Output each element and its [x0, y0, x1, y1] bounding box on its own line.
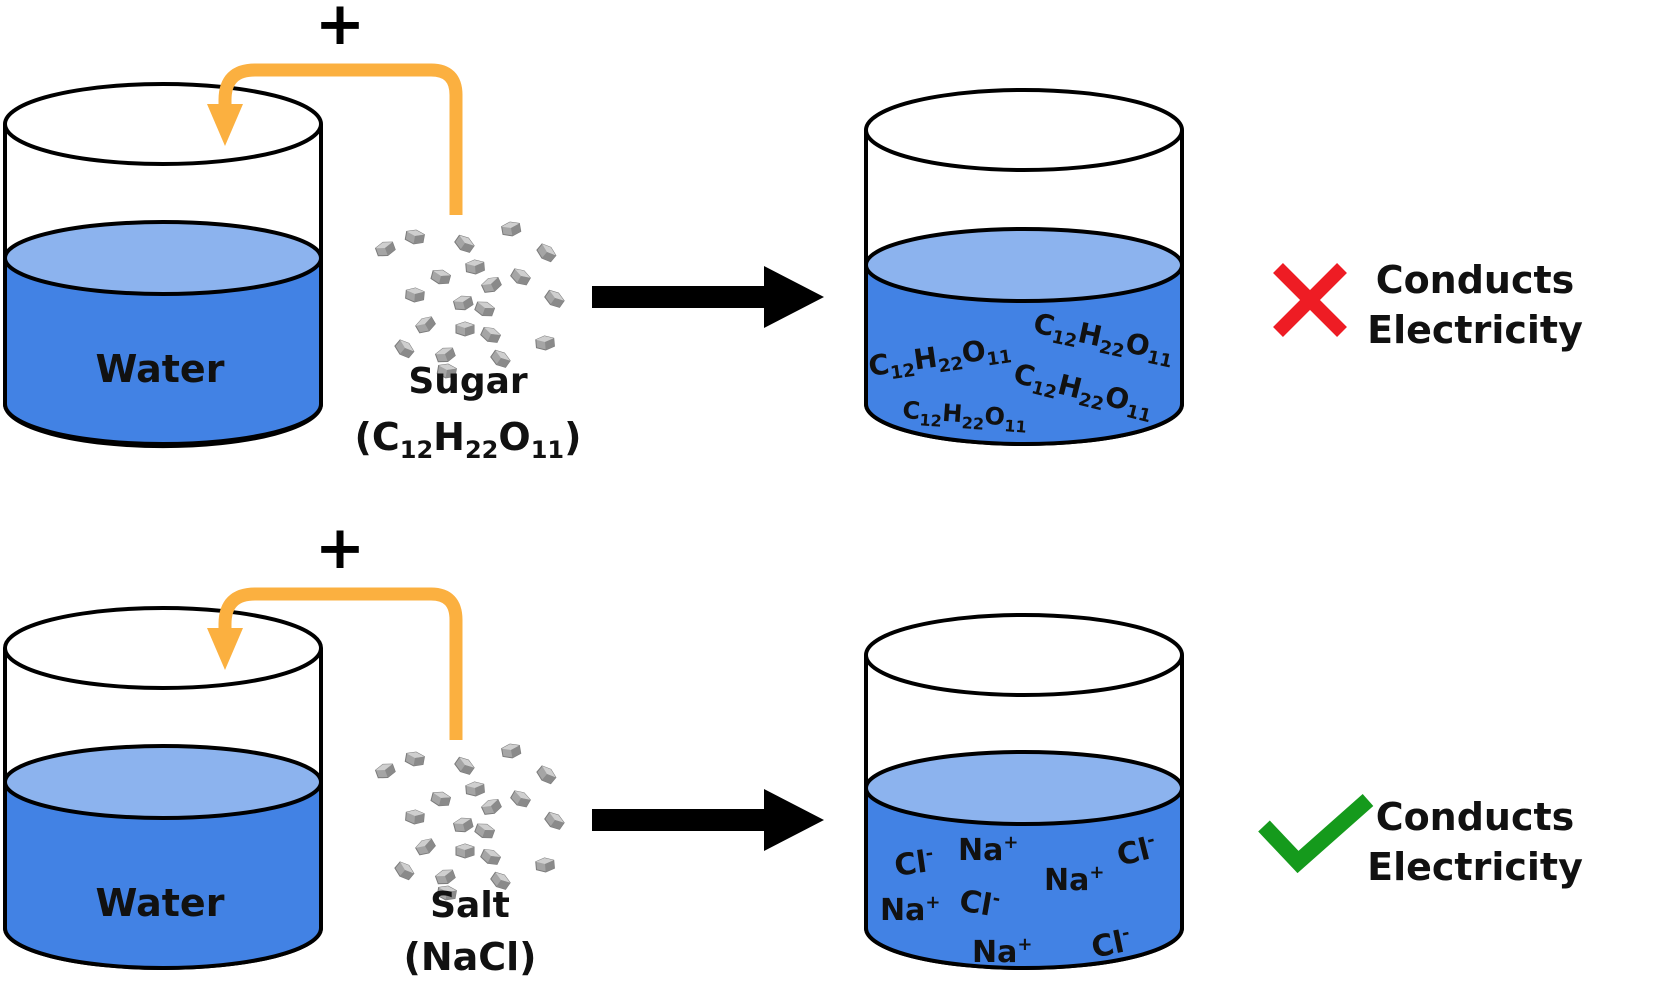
result-text-line2: Electricity	[1367, 845, 1583, 889]
sugar-formula: (C12H22O11)	[355, 415, 582, 464]
salt-label: Salt	[430, 885, 510, 926]
water-label: Water	[96, 881, 225, 925]
reaction-arrow	[592, 789, 824, 851]
reaction-arrow	[592, 266, 824, 328]
plus-sign: +	[315, 0, 365, 59]
water-beaker: Water	[2, 82, 323, 449]
bottom-row: + Water Salt (NaCl) Cl- Na+ Na+ C	[2, 513, 1583, 979]
pour-tube	[218, 587, 463, 740]
salt-crystals	[374, 743, 565, 902]
result-text-line1: Conducts	[1376, 258, 1575, 302]
sodium-ion: Na+	[1044, 862, 1104, 898]
pour-arrowhead	[207, 104, 243, 146]
sugar-crystals	[374, 221, 565, 380]
sodium-ion: Na+	[958, 832, 1018, 868]
sucrose-molecule: C12H22O11	[866, 330, 1013, 387]
pour-tube	[218, 63, 463, 215]
cross-icon	[1273, 263, 1347, 337]
sugar-solution-beaker: C12H22O11 C12H22O11 C12H22O11 C12H22O11	[864, 88, 1184, 446]
sucrose-molecule: C12H22O11	[1009, 357, 1157, 427]
plus-sign: +	[315, 513, 365, 583]
sugar-label: Sugar	[408, 361, 528, 402]
sodium-ion: Na+	[880, 892, 940, 928]
chloride-ion: Cl-	[1088, 922, 1134, 965]
result-text-line2: Electricity	[1367, 308, 1583, 352]
top-row: + Water Sugar (C12H22O11)	[2, 0, 1583, 464]
water-beaker: Water	[2, 606, 323, 970]
water-label: Water	[96, 347, 225, 391]
chloride-ion: Cl-	[957, 882, 1002, 924]
checkmark-icon	[1258, 794, 1374, 874]
salt-formula: (NaCl)	[403, 935, 536, 979]
chloride-ion: Cl-	[892, 843, 936, 884]
sodium-ion: Na+	[972, 934, 1032, 970]
sucrose-molecule: C12H22O11	[901, 396, 1028, 437]
result-text-line1: Conducts	[1376, 795, 1575, 839]
pour-arrowhead	[207, 628, 243, 670]
salt-solution-beaker: Cl- Na+ Na+ Cl- Na+ Cl- Na+ Cl-	[864, 613, 1184, 970]
sucrose-molecule: C12H22O11	[1030, 307, 1178, 373]
